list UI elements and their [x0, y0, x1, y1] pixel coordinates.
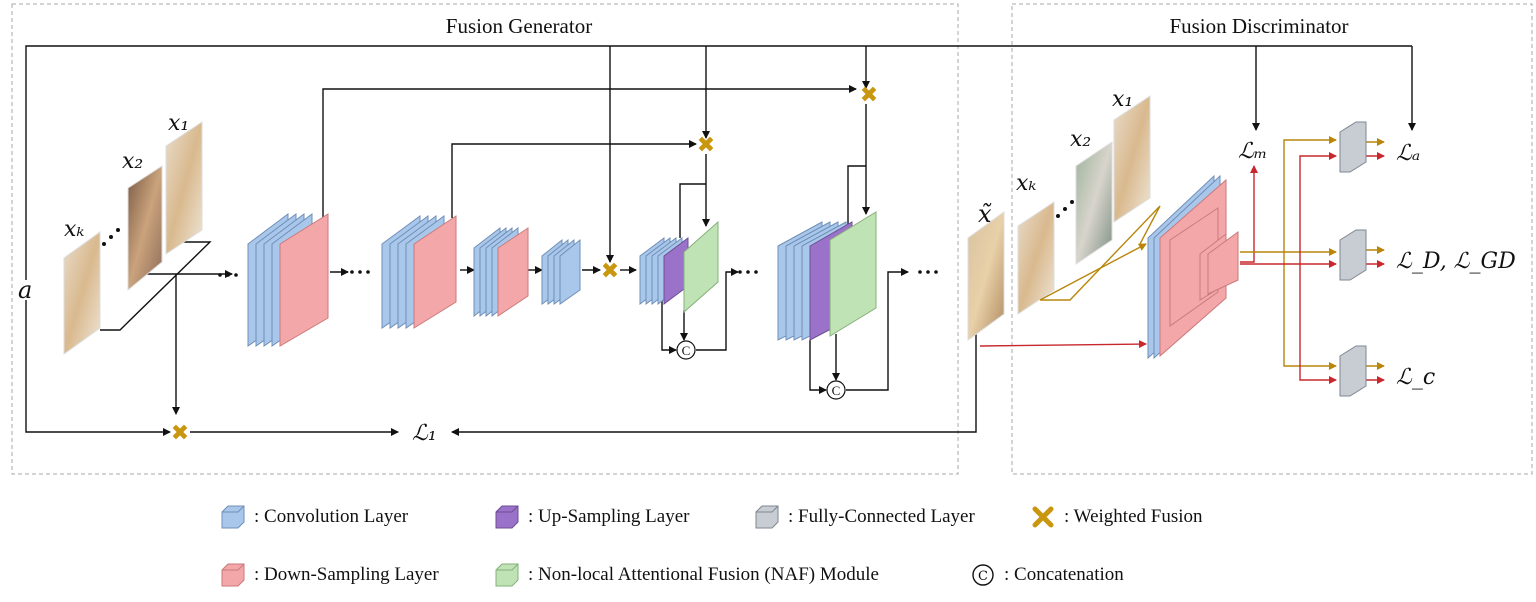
weighted-fusion-icon: ✖ — [697, 133, 715, 158]
weighted-fusion-icon: ✖ — [601, 259, 619, 284]
legend-item-conv: : Convolution Layer — [220, 502, 408, 532]
ellipsis-group — [102, 200, 1074, 277]
legend-item-fc: : Fully-Connected Layer — [754, 502, 975, 532]
generator-title: Fusion Generator — [446, 14, 592, 38]
encoder-stack-2 — [381, 215, 457, 329]
legend-label-conv: : Convolution Layer — [254, 506, 409, 527]
weighted-fusion-icon: ✖ — [860, 83, 878, 108]
down-sampling-icon — [221, 563, 245, 587]
fc-block-a — [1339, 121, 1367, 173]
legend-label-down: : Down-Sampling Layer — [254, 564, 439, 585]
concat-symbol: C — [682, 343, 691, 358]
discriminator-stack — [1147, 174, 1239, 360]
weighted-fusion-icon: ✖ — [171, 421, 189, 446]
legend: : Convolution Layer : Up-Sampling Layer … — [0, 488, 1536, 602]
discriminator-input-images — [1017, 95, 1151, 315]
input-image-x2 — [127, 165, 163, 292]
disc-label-xk: xₖ — [1016, 171, 1036, 196]
legend-label-naf: : Non-local Attentional Fusion (NAF) Mod… — [528, 564, 879, 585]
label-xk: xₖ — [64, 217, 84, 242]
legend-label-up: : Up-Sampling Layer — [528, 506, 690, 527]
input-image-x1 — [165, 121, 203, 255]
decoder-stack-2 — [777, 211, 877, 341]
encoder-stack-3 — [473, 226, 529, 318]
label-x-tilde: x̃ — [978, 200, 992, 228]
fc-block-c — [1339, 345, 1367, 397]
label-x1: x₁ — [168, 111, 189, 136]
decoder-stack-1 — [639, 220, 719, 314]
loss-la: ℒₐ — [1396, 141, 1420, 166]
label-x2: x₂ — [122, 149, 143, 174]
concat-symbol: C — [832, 383, 841, 398]
legend-item-wf: : Weighted Fusion — [1030, 502, 1203, 532]
loss-lm: ℒₘ — [1238, 139, 1267, 164]
bottleneck-stack — [541, 238, 581, 305]
loss-l1: ℒ₁ — [412, 421, 437, 446]
fully-connected-icon — [755, 505, 779, 529]
discriminator-title: Fusion Discriminator — [1169, 14, 1348, 38]
naf-module-icon — [495, 563, 519, 587]
loss-ld: ℒ_D, ℒ_GD — [1396, 249, 1516, 274]
loss-lc: ℒ_c — [1396, 365, 1435, 390]
svg-text:C: C — [978, 569, 988, 584]
concatenation-icon: C — [972, 564, 994, 586]
conv-layer-icon — [221, 505, 245, 529]
naf-module-1 — [683, 220, 719, 314]
input-images — [63, 121, 203, 355]
fused-image — [967, 211, 1005, 341]
disc-label-x2: x₂ — [1070, 127, 1091, 152]
architecture-diagram: Fusion Generator Fusion Discriminator — [11, 3, 1533, 475]
legend-label-wf: : Weighted Fusion — [1064, 506, 1203, 527]
legend-label-fc: : Fully-Connected Layer — [788, 506, 975, 527]
concat-icon — [676, 340, 696, 360]
legend-item-down: : Down-Sampling Layer — [220, 560, 439, 590]
generator-box — [11, 3, 959, 475]
weighted-fusion-icon — [1032, 506, 1054, 528]
discriminator-box — [1011, 3, 1533, 475]
disc-label-x1: x₁ — [1112, 87, 1133, 112]
legend-item-up: : Up-Sampling Layer — [494, 502, 689, 532]
input-image-xk — [63, 231, 101, 355]
encoder-stack-1 — [247, 213, 329, 347]
naf-module-2 — [829, 211, 877, 337]
fc-block-d — [1339, 229, 1367, 281]
legend-item-naf: : Non-local Attentional Fusion (NAF) Mod… — [494, 560, 879, 590]
concat-icon — [826, 380, 846, 400]
up-sampling-icon — [495, 505, 519, 529]
legend-item-concat: C : Concatenation — [970, 560, 1124, 590]
legend-label-concat: : Concatenation — [1004, 564, 1124, 585]
label-a: a — [18, 276, 32, 304]
